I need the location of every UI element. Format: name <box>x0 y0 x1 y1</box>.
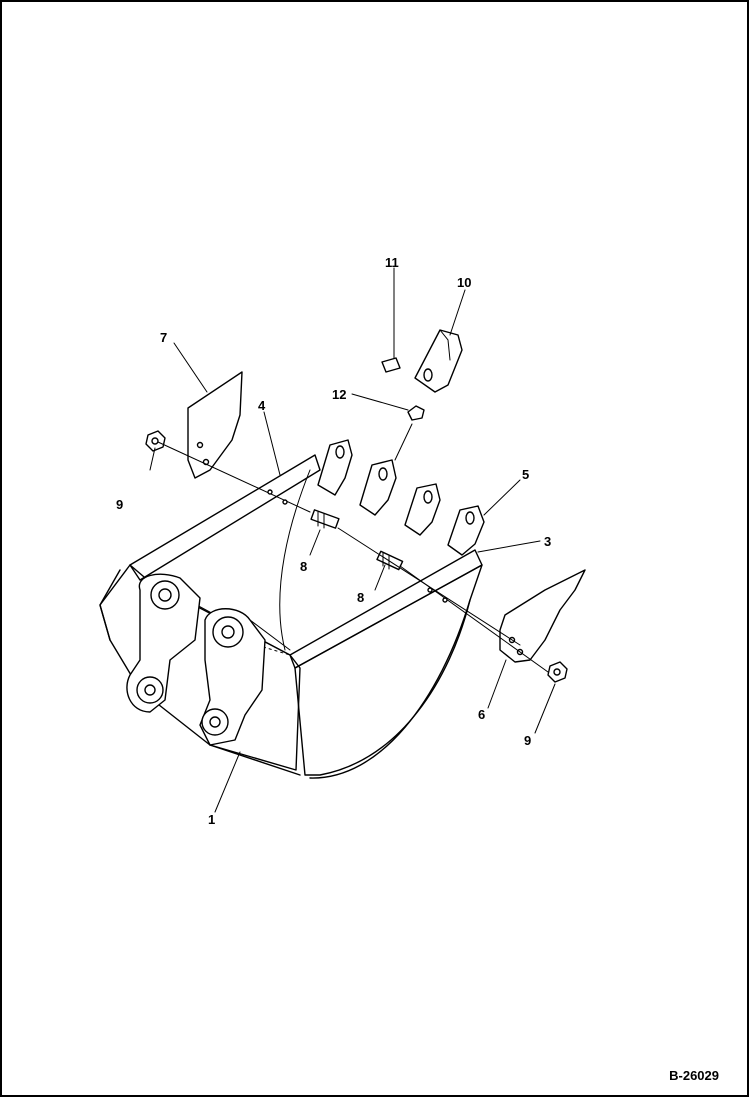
nut-right <box>547 661 568 683</box>
callout-1: 1 <box>208 812 215 827</box>
callout-4: 4 <box>258 398 266 413</box>
callout-8-lower: 8 <box>357 590 364 605</box>
callout-10: 10 <box>457 275 471 290</box>
mounting-bracket-right <box>199 608 291 746</box>
callout-9-left: 9 <box>116 497 123 512</box>
leader-lines <box>149 267 556 813</box>
tooth-point-part-10 <box>414 329 463 393</box>
assembly-lines <box>157 441 549 673</box>
callout-12: 12 <box>332 387 346 402</box>
bucket-teeth <box>317 439 485 556</box>
lock-part-12 <box>407 405 425 421</box>
pin-part-11 <box>381 357 401 373</box>
callout-labels: 1 3 4 5 6 7 8 8 9 9 10 11 12 <box>116 255 551 827</box>
tooth-3 <box>404 483 441 536</box>
callout-7: 7 <box>160 330 167 345</box>
tooth-1 <box>317 439 353 496</box>
bolt-upper <box>310 509 340 529</box>
mounting-bracket-left <box>126 573 201 713</box>
side-cutter-left <box>187 371 243 479</box>
callout-8-upper: 8 <box>300 559 307 574</box>
nut-left <box>145 430 166 452</box>
side-cutter-right <box>499 569 586 663</box>
callout-3: 3 <box>544 534 551 549</box>
tooth-2 <box>359 459 397 516</box>
callout-9-right: 9 <box>524 733 531 748</box>
callout-6: 6 <box>478 707 485 722</box>
callout-11: 11 <box>385 255 399 270</box>
callout-5: 5 <box>522 467 529 482</box>
tooth-4 <box>447 505 485 556</box>
drawing-number: B-26029 <box>669 1068 719 1083</box>
